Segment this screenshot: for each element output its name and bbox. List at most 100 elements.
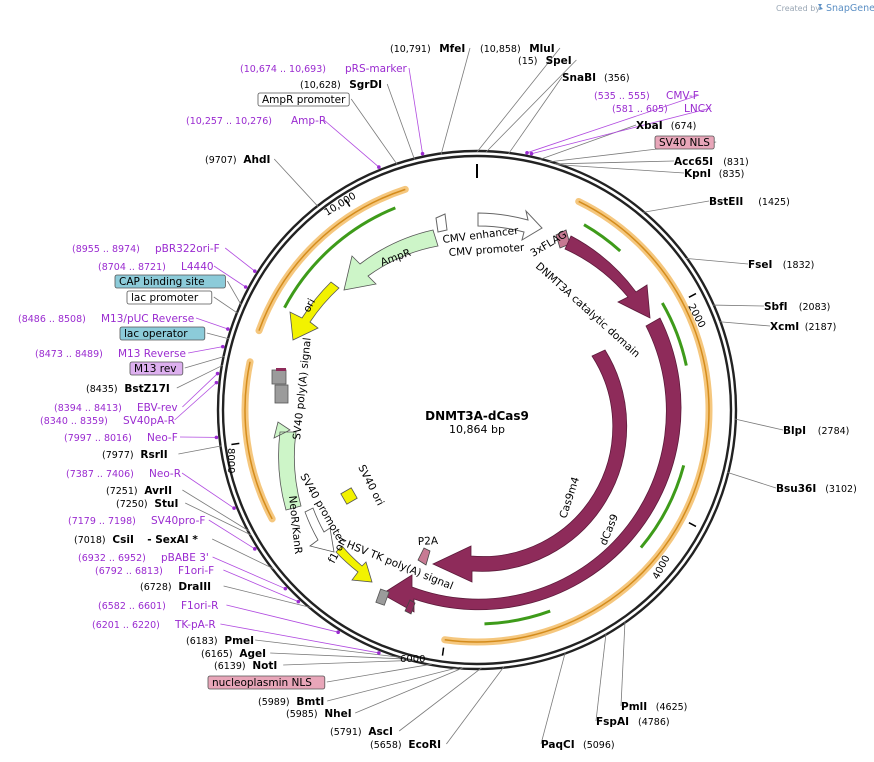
annotation-4[interactable]: (10,628)SgrDI [300, 79, 382, 91]
annotation-19[interactable]: (7997 .. 8016)Neo-F [64, 432, 178, 444]
annotation-23[interactable]: (7250)StuI [116, 498, 178, 510]
annotation-43[interactable]: BlpI(2784) [783, 425, 849, 437]
annotation-30[interactable]: (6201 .. 6220)TK-pA-R [92, 619, 216, 631]
feature-p2a[interactable] [417, 547, 431, 566]
annotation-17[interactable]: (8394 .. 8413)EBV-rev [54, 402, 178, 414]
annotation-22[interactable]: (7251)AvrII [106, 485, 172, 497]
annotation-49[interactable]: Acc65I(831) [674, 156, 749, 168]
annotation-0[interactable]: (10,791)MfeI [390, 43, 465, 55]
annotation-42[interactable]: Bsu36I(3102) [776, 483, 857, 495]
feature-hsv-tk-polya[interactable] [375, 588, 390, 606]
leader-line-39 [540, 652, 566, 745]
feature-ori[interactable] [289, 281, 340, 341]
backbone-inner-ring [221, 154, 733, 666]
annotation-6[interactable]: (10,257 .. 10,276)Amp-R [186, 115, 326, 127]
annotation-28[interactable]: (6728)DraIII [140, 581, 211, 593]
leader-line-41 [620, 621, 626, 707]
annotation-35[interactable]: (5989)BmtI [258, 696, 324, 708]
annotation-36[interactable]: (5985)NheI [286, 708, 352, 720]
annotation-24[interactable]: (7179 .. 7198)SV40pro-F [68, 515, 205, 527]
annotation-29[interactable]: (6582 .. 6601) F1ori-R [98, 600, 218, 612]
label-dnmt3a: DNMT3A catalytic domain [533, 260, 642, 360]
annotation-8[interactable]: (8955 .. 8974)pBR322ori-F [72, 243, 220, 255]
enzyme-name: AgeI [239, 648, 266, 660]
enzyme-name: FspAI [596, 716, 629, 728]
annotation-13[interactable]: lac operator [119, 326, 206, 341]
annotation-48[interactable]: KpnI(835) [684, 168, 744, 180]
annotation-33[interactable]: (6139)NotI [214, 660, 277, 672]
primer-position: (6582 .. 6601) [98, 601, 166, 612]
feature-dcas9[interactable] [381, 317, 682, 613]
feature-nucleoplasmin-nls[interactable] [404, 599, 416, 615]
annotation-34[interactable]: nucleoplasmin NLS [207, 675, 326, 690]
annotation-40[interactable]: FspAI(4786) [596, 716, 670, 728]
leader-line-12 [195, 317, 228, 330]
feature-dnmt3a-catalytic-domain[interactable] [564, 235, 651, 319]
primer-position: (7997 .. 8016) [64, 433, 132, 444]
leader-line-25 [212, 538, 274, 570]
annotation-11[interactable]: lac promoter [126, 290, 213, 305]
primer-marks [214, 151, 534, 655]
annotation-7[interactable]: (9707)AhdI [205, 154, 270, 166]
annotation-10[interactable]: CAP binding site [114, 274, 226, 289]
feature-sv40-polya[interactable] [271, 369, 287, 385]
annotation-51[interactable]: XbaI(674) [636, 120, 696, 132]
orf-band-ampr-core [258, 188, 406, 331]
leader-lines [174, 47, 784, 745]
enzyme-name-2: - SexAI * [147, 534, 198, 546]
feature-f1-ori[interactable] [335, 545, 373, 583]
annotation-39[interactable]: PaqCI(5096) [541, 739, 615, 751]
annotation-53[interactable]: (535 .. 555)CMV-F [594, 90, 699, 102]
primer-mark-18 [214, 380, 219, 385]
label-ori: ori [301, 297, 318, 315]
enzyme-name: BstEII [709, 196, 743, 208]
annotation-45[interactable]: SbfI(2083) [764, 301, 830, 313]
annotation-44[interactable]: XcmI(2187) [770, 321, 836, 333]
annotation-31[interactable]: (6183)PmeI [186, 635, 254, 647]
annotation-9[interactable]: (8704 .. 8721)L4440 [98, 261, 214, 273]
annotation-12[interactable]: (8486 .. 8508)M13/pUC Reverse [18, 313, 194, 325]
annotation-32[interactable]: (6165)AgeI [201, 648, 266, 660]
primer-name: SV40pA-R [123, 415, 175, 427]
features [271, 209, 682, 615]
annotation-21[interactable]: (7387 .. 7406)Neo-R [66, 468, 181, 480]
leader-line-28 [223, 585, 312, 609]
enzyme-name: SgrDI [349, 79, 382, 91]
annotation-50[interactable]: SV40 NLS [654, 135, 715, 150]
annotation-18[interactable]: (8340 .. 8359)SV40pA-R [40, 415, 175, 427]
annotation-27[interactable]: (6792 .. 6813)F1ori-F [95, 565, 214, 577]
annotation-47[interactable]: BstEII(1425) [709, 196, 790, 208]
annotation-5[interactable]: AmpR promoter [257, 92, 350, 107]
annotation-1[interactable]: (10,858)MluI [480, 43, 555, 55]
annotation-16[interactable]: (8435)BstZ17I [86, 383, 170, 395]
feature-ampr-promoter[interactable] [435, 213, 448, 233]
annotation-54[interactable]: SnaBI(356) [562, 72, 630, 84]
feature-cmv-enhancer[interactable] [477, 209, 543, 242]
annotation-25[interactable]: (7018)CsiI- SexAI * [74, 534, 198, 546]
annotation-41[interactable]: PmlI(4625) [621, 701, 687, 713]
annotation-15[interactable]: M13 rev [129, 361, 184, 376]
feature-sv40-ori[interactable] [340, 487, 358, 505]
enzyme-position: (5791) [330, 727, 362, 738]
annotation-14[interactable]: (8473 .. 8489)M13 Reverse [35, 348, 186, 360]
annotation-20[interactable]: (7977)RsrII [102, 449, 168, 461]
feature-ampr[interactable] [343, 229, 439, 291]
annotation-box-label: CAP binding site [119, 276, 205, 288]
enzyme-position: (7251) [106, 486, 138, 497]
primer-name: F1ori-R [181, 600, 218, 612]
annotation-52[interactable]: (581 .. 605)LNCX [612, 103, 712, 115]
annotation-26[interactable]: (6932 .. 6952)pBABE 3' [78, 552, 209, 564]
feature-cas9m4[interactable] [432, 349, 628, 583]
enzyme-position: (9707) [205, 155, 237, 166]
annotation-46[interactable]: FseI(1832) [748, 259, 814, 271]
annotation-38[interactable]: (5658)EcoRI [370, 739, 441, 751]
feature-neor-kanr[interactable] [273, 421, 302, 511]
feature-sv40-promoter[interactable] [304, 507, 335, 553]
annotation-2[interactable]: (15)SpeI [518, 55, 572, 67]
annotation-37[interactable]: (5791)AscI [330, 726, 393, 738]
primer-mark-21 [232, 506, 236, 510]
annotation-3[interactable]: (10,674 .. 10,693)pRS-marker [240, 63, 408, 75]
primer-position: (6792 .. 6813) [95, 566, 163, 577]
feature-sv40-polya-block[interactable] [274, 384, 289, 404]
enzyme-position: (15) [518, 56, 538, 67]
